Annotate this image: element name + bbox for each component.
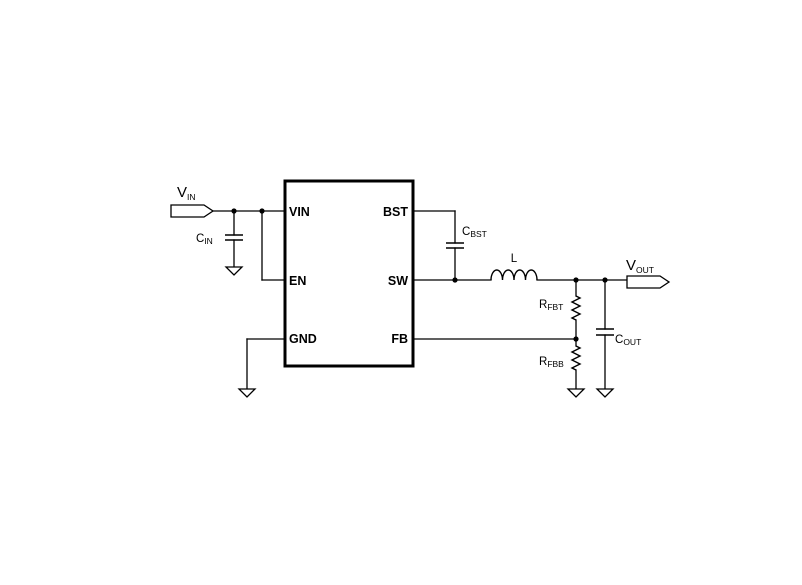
ground-icon xyxy=(566,388,586,398)
junction-vin-en xyxy=(259,208,265,214)
pin-bst: BST xyxy=(383,205,408,219)
ground-icon xyxy=(224,266,244,276)
rfbt-label: RFBT xyxy=(539,299,563,312)
pin-vin: VIN xyxy=(289,205,310,219)
inductor-label: L xyxy=(511,253,518,265)
fb-wiring xyxy=(412,279,577,390)
gnd-wiring xyxy=(246,338,286,390)
vin-label: VIN xyxy=(177,184,196,202)
rfbb-resistor xyxy=(570,345,582,371)
cout-label: COUT xyxy=(615,334,641,347)
junction-out-rfbt xyxy=(573,277,579,283)
vout-label: VOUT xyxy=(626,257,654,275)
cin-capacitor xyxy=(225,234,243,241)
cin-label: CIN xyxy=(196,233,213,246)
pin-sw: SW xyxy=(388,274,408,288)
vout-port xyxy=(626,275,671,289)
pin-gnd: GND xyxy=(289,332,317,346)
inductor xyxy=(490,269,538,281)
rfbt-resistor xyxy=(570,295,582,321)
rfbb-label: RFBB xyxy=(539,356,564,369)
ic-body xyxy=(283,179,415,368)
junction-fb-node xyxy=(573,336,579,342)
junction-sw-cbst xyxy=(452,277,458,283)
junction-out-cout xyxy=(602,277,608,283)
vin-port xyxy=(170,204,215,218)
cout-capacitor xyxy=(596,328,614,336)
pin-en: EN xyxy=(289,274,306,288)
cbst-capacitor xyxy=(446,242,464,249)
ground-icon xyxy=(237,388,257,398)
pin-fb: FB xyxy=(391,332,408,346)
junction-vin-cin xyxy=(231,208,237,214)
cbst-label: CBST xyxy=(462,226,487,239)
bst-wiring xyxy=(412,210,456,281)
ground-icon xyxy=(595,388,615,398)
input-wiring xyxy=(212,210,286,281)
